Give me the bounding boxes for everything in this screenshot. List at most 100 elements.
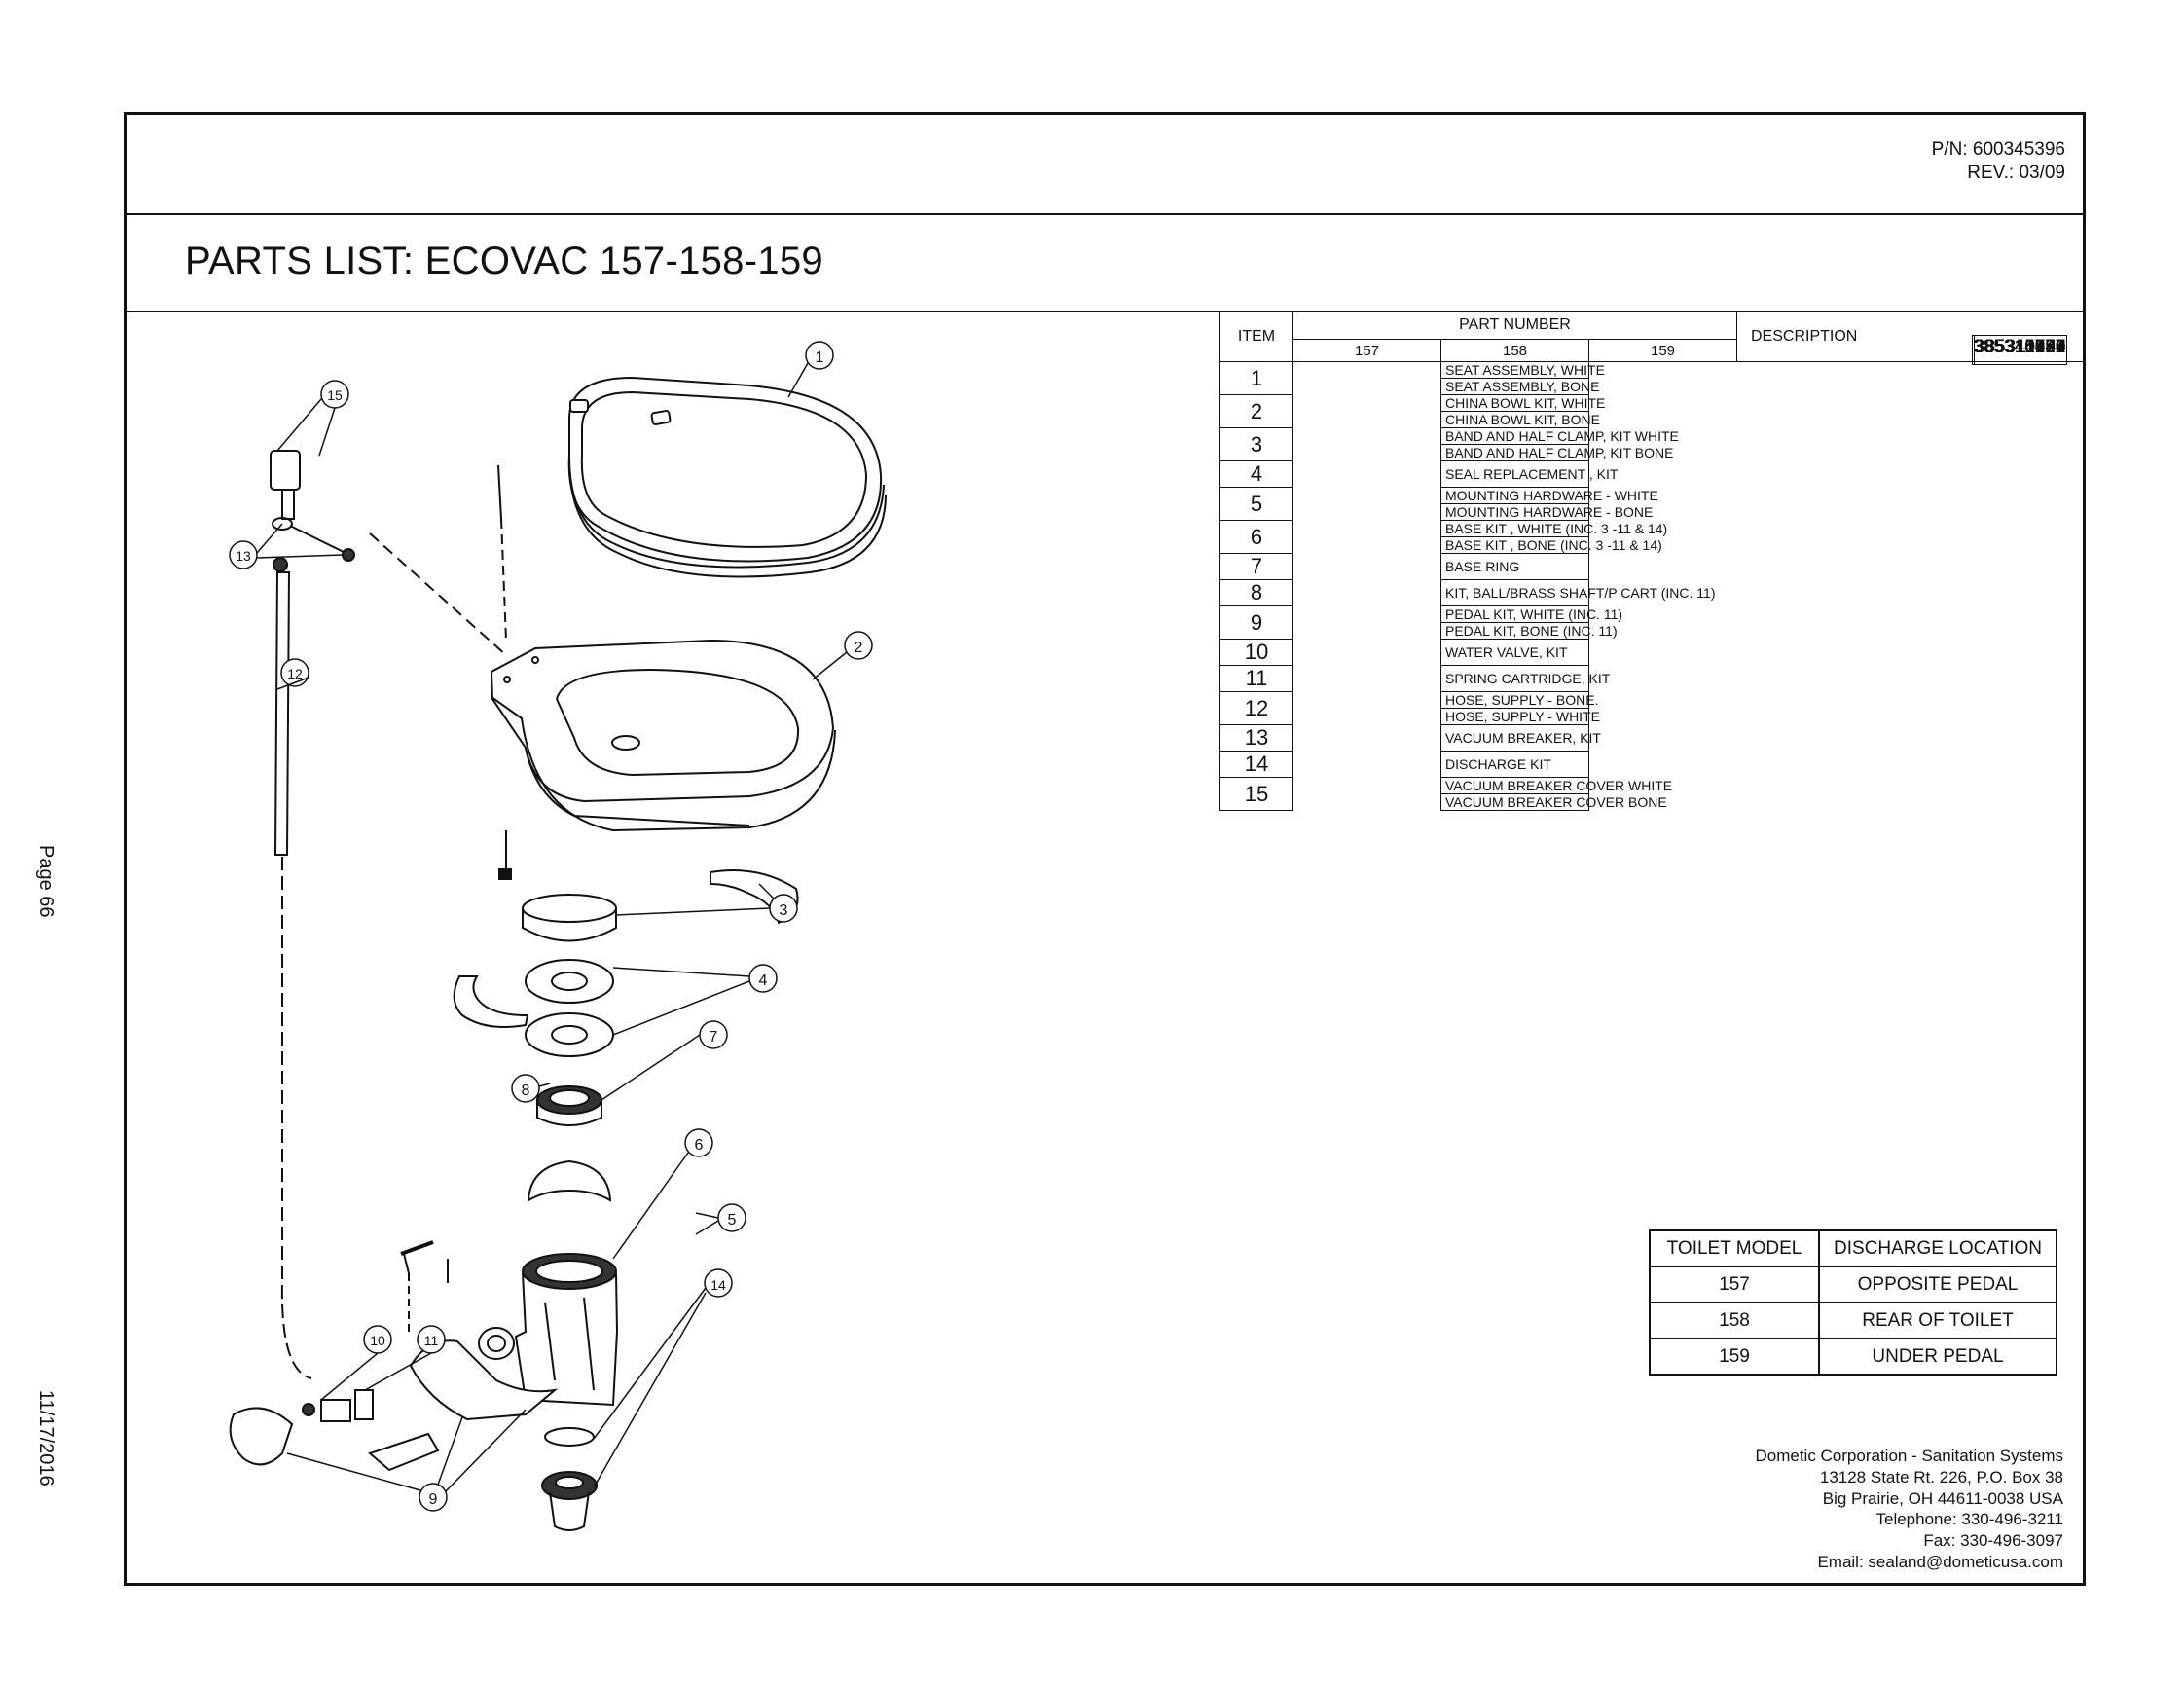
description-cell: SEAL REPLACEMENT , KIT: [1440, 460, 1618, 488]
model-row: 159 UNDER PEDAL: [1649, 1338, 2057, 1376]
item-number-cell: 12: [1219, 691, 1293, 725]
model-cell: 159: [1649, 1338, 1820, 1376]
rev-text: REV.: 03/09: [1967, 163, 2065, 183]
description-cell: HOSE, SUPPLY - BONE.: [1440, 691, 1598, 709]
item-number-cell: 10: [1219, 639, 1293, 666]
svg-text:15: 15: [327, 387, 343, 403]
svg-text:7: 7: [710, 1029, 718, 1046]
description-cell: MOUNTING HARDWARE - BONE: [1440, 503, 1653, 521]
description-cell: VACUUM BREAKER, KIT: [1440, 724, 1601, 752]
svg-text:13: 13: [236, 548, 251, 564]
location-cell: REAR OF TOILET: [1818, 1302, 2057, 1339]
svg-text:12: 12: [287, 666, 303, 681]
item-number-cell: 11: [1219, 665, 1293, 692]
description-cell: BASE KIT , WHITE (INC. 3 -11 & 14): [1440, 520, 1667, 537]
svg-text:2: 2: [855, 640, 863, 656]
item-number-cell: 5: [1219, 487, 1293, 521]
item-number-cell: 6: [1219, 520, 1293, 554]
discharge-location-header: DISCHARGE LOCATION: [1818, 1229, 2057, 1267]
company-name: Dometic Corporation - Sanitation Systems: [1755, 1447, 2063, 1465]
description-cell: WATER VALVE, KIT: [1440, 639, 1589, 666]
parts-table: ITEM PART NUMBER DESCRIPTION 157 158 159…: [1219, 311, 2085, 811]
print-date-label: 11/17/2016: [35, 1390, 56, 1486]
description-cell: VACUUM BREAKER COVER BONE: [1440, 793, 1667, 811]
part-number-header: PART NUMBER: [1292, 311, 1737, 340]
model-cell: 158: [1649, 1302, 1820, 1339]
page-title: PARTS LIST: ECOVAC 157-158-159: [185, 239, 823, 282]
item-number-cell: 7: [1219, 553, 1293, 580]
location-cell: UNDER PEDAL: [1818, 1338, 2057, 1376]
svg-text:10: 10: [370, 1333, 385, 1348]
street-address: 13128 State Rt. 226, P.O. Box 38: [1819, 1467, 2063, 1486]
description-cell: DISCHARGE KIT: [1440, 751, 1589, 778]
company-address: Dometic Corporation - Sanitation Systems…: [1755, 1446, 2063, 1573]
description-cell: BAND AND HALF CLAMP, KIT WHITE: [1440, 427, 1679, 445]
svg-text:1: 1: [816, 349, 824, 366]
svg-text:5: 5: [728, 1212, 737, 1229]
svg-text:8: 8: [522, 1083, 530, 1099]
description-cell: SEAT ASSEMBLY, WHITE: [1440, 361, 1605, 379]
description-cell: BASE RING: [1440, 553, 1589, 580]
item-number-cell: 4: [1219, 460, 1293, 488]
supply-hose: [273, 571, 291, 856]
description-cell: PEDAL KIT, WHITE (INC. 11): [1440, 605, 1622, 623]
bolt: [497, 464, 502, 520]
description-cell: BAND AND HALF CLAMP, KIT BONE: [1440, 444, 1673, 461]
item-number-cell: 9: [1219, 605, 1293, 640]
model-158-header: 158: [1440, 339, 1589, 362]
svg-text:14: 14: [710, 1277, 726, 1293]
location-cell: OPPOSITE PEDAL: [1818, 1266, 2057, 1303]
telephone: Telephone: 330-496-3211: [1875, 1510, 2063, 1529]
model-157-header: 157: [1292, 339, 1441, 362]
description-cell: PEDAL KIT, BONE (INC. 11): [1440, 622, 1618, 640]
svg-text:11: 11: [424, 1333, 439, 1348]
item-number-cell: 3: [1219, 427, 1293, 461]
description-cell: SPRING CARTRIDGE, KIT: [1440, 665, 1610, 692]
part-number-cell: 385310782: [1972, 334, 2067, 365]
china-bowl-drawing: [490, 639, 836, 832]
model-row: 158 REAR OF TOILET: [1649, 1302, 2057, 1339]
city-state-zip: Big Prairie, OH 44611-0038 USA: [1822, 1488, 2063, 1508]
item-number-cell: 8: [1219, 579, 1293, 606]
discharge-model-table: TOILET MODEL DISCHARGE LOCATION 157 OPPO…: [1649, 1229, 2057, 1376]
item-number-cell: 13: [1219, 724, 1293, 752]
model-159-header: 159: [1588, 339, 1737, 362]
description-cell: KIT, BALL/BRASS SHAFT/P CART (INC. 11): [1440, 579, 1716, 606]
item-number-cell: 14: [1219, 751, 1293, 778]
svg-text:4: 4: [759, 972, 768, 989]
fax: Fax: 330-496-3097: [1923, 1531, 2063, 1551]
item-number-cell: 1: [1219, 361, 1293, 395]
item-number-cell: 2: [1219, 394, 1293, 428]
callouts: 1 2 3 4 5 7 6 8 14 9 10: [229, 341, 873, 1512]
description-cell: MOUNTING HARDWARE - WHITE: [1440, 487, 1658, 504]
page-number-label: Page 66: [35, 845, 56, 918]
description-cell: CHINA BOWL KIT, WHITE: [1440, 394, 1605, 412]
description-cell: VACUUM BREAKER COVER WHITE: [1440, 777, 1672, 794]
exploded-diagram: 1 2 3 4 5 7 6 8 14 9 10: [229, 341, 887, 1531]
description-cell: BASE KIT , BONE (INC. 3 -11 & 14): [1440, 536, 1662, 554]
seat-assembly-drawing: [567, 376, 887, 578]
document-frame: P/N: 600345396 REV.: 03/09 PARTS LIST: E…: [124, 112, 2086, 1586]
email-link[interactable]: Email: sealand@dometicusa.com: [1817, 1552, 2063, 1571]
svg-text:9: 9: [429, 1491, 438, 1508]
svg-text:3: 3: [780, 902, 788, 919]
item-header: ITEM: [1219, 311, 1293, 362]
toilet-model-header: TOILET MODEL: [1649, 1229, 1820, 1267]
